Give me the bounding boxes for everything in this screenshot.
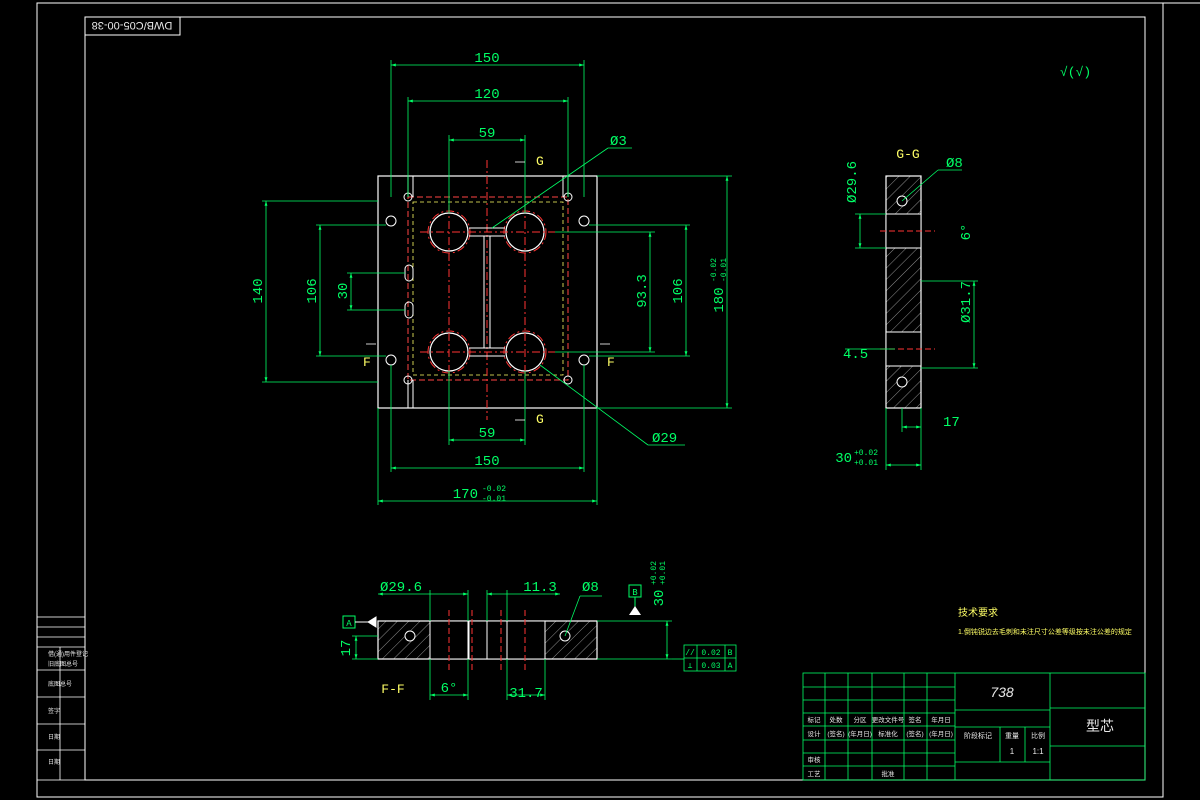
strip-label-0: 借(通)用件登记 — [48, 650, 88, 658]
svg-text:A: A — [346, 619, 352, 629]
tb-row2-label-2: (年月日) — [848, 729, 872, 738]
runner — [469, 227, 505, 357]
dim-17-side: 17 — [943, 415, 960, 431]
dim-11-3: 11.3 — [523, 580, 557, 596]
sheet-outer-border — [36, 2, 1164, 798]
left-strip — [36, 616, 86, 781]
tb-left-label-1: 工艺 — [808, 770, 822, 778]
stage-label-2: 比例 — [1031, 731, 1045, 740]
tol-row2-symbol: ⊥ — [688, 662, 693, 671]
cut-label-g-top: G — [536, 154, 544, 169]
svg-text:B: B — [632, 588, 638, 598]
svg-text:DWB/C05-00-38: DWB/C05-00-38 — [92, 19, 173, 31]
dim-106-right: 106 — [671, 278, 687, 303]
dim-d29-6-front: Ø29.6 — [380, 580, 422, 596]
dim-170: 170 — [453, 487, 478, 503]
dim-30-side-tol-dn: +0.01 — [854, 459, 878, 468]
dim-30-front-tol-up: +0.02 — [650, 561, 659, 585]
dim-17-front: 17 — [339, 640, 355, 657]
tb-left-label-0: 审核 — [808, 755, 822, 764]
dim-106-left: 106 — [305, 278, 321, 303]
tb-row-label-0: 标记 — [808, 715, 822, 724]
dim-170-tol-up: -0.02 — [482, 485, 506, 494]
part-number: 738 — [990, 684, 1014, 700]
stage-label-0: 阶段标记 — [964, 731, 992, 740]
tb-row2-label-1: (签名) — [827, 729, 844, 738]
guide-hole — [385, 192, 590, 385]
tb-row-label-1: 处数 — [830, 715, 844, 724]
dim-59-top: 59 — [479, 126, 496, 142]
tech-notes-line1: 1.倒钝锐边去毛刺和未注尺寸公差等级按未注公差的规定 — [958, 627, 1132, 636]
drawing-code-box: DWB/C05-00-38 — [84, 16, 181, 36]
title-block — [802, 672, 1146, 781]
section-g-g: G-G Ø29.6 Ø8 6° Ø31.7 4.5 17 30 +0.02 + — [835, 147, 978, 470]
dim-30: 30 — [336, 283, 352, 300]
dim-30-front-tol-dn: +0.01 — [659, 561, 668, 585]
sheet-inner-border — [84, 16, 1146, 781]
tb-mid-label-0: 批准 — [882, 769, 896, 778]
dim-6deg-side: 6° — [959, 224, 975, 241]
tb-row-label-4: 签名 — [909, 715, 922, 724]
tech-notes-heading: 技术要求 — [958, 606, 998, 619]
tol-row2-datum: A — [728, 662, 733, 671]
dim-150-bottom: 150 — [474, 454, 499, 470]
dim-120: 120 — [474, 87, 499, 103]
tb-row2-label-5: (年月日) — [929, 729, 953, 738]
dim-30-side-tol-up: +0.02 — [854, 449, 878, 458]
dim-30-front: 30 — [652, 590, 668, 607]
dim-59-bottom: 59 — [479, 426, 496, 442]
dim-d8-side: Ø8 — [946, 156, 963, 172]
datum-a-flag: A — [342, 615, 377, 629]
dim-4-5: 4.5 — [843, 347, 868, 363]
cut-label-f-left: F — [363, 355, 371, 370]
cooling-channel — [407, 196, 569, 381]
top-view: 150 120 59 Ø3 59 150 170 -0.02 -0.01 Ø29… — [251, 51, 732, 505]
dim-180-tol-up: -0.02 — [710, 258, 719, 282]
section-title-ff: F-F — [381, 682, 404, 697]
stage-label-1: 重量 — [1005, 732, 1019, 740]
dim-31-7: 31.7 — [509, 686, 543, 702]
part-name: 型芯 — [1086, 718, 1114, 734]
title-weight: 1 — [1010, 747, 1015, 756]
strip-label-3: 签字 — [48, 707, 60, 715]
tb-row2-label-4: (签名) — [906, 729, 923, 738]
dim-93-3: 93.3 — [635, 274, 651, 308]
tol-row1-symbol: // — [685, 649, 695, 658]
dim-d29: Ø29 — [652, 431, 677, 447]
datum-b-flag: B — [628, 584, 642, 615]
tol-row2-value: 0.03 — [701, 662, 720, 671]
dim-150-top: 150 — [474, 51, 499, 67]
dim-d3: Ø3 — [610, 134, 627, 150]
dim-170-tol-dn: -0.01 — [482, 495, 506, 504]
dim-180: 180 — [712, 287, 728, 312]
strip-label-1: 旧底图总号 — [48, 660, 78, 668]
tb-row-label-2: 分区 — [854, 715, 868, 724]
section-title-gg: G-G — [896, 147, 919, 162]
tb-row-label-3: 更改文件号 — [872, 715, 905, 724]
tolerance-frame — [672, 644, 737, 672]
dim-6deg-front: 6° — [441, 681, 458, 697]
strip-label-2: 底图总号 — [48, 680, 72, 688]
dim-180-tol-dn: -0.01 — [720, 258, 729, 282]
tol-row1-datum: B — [728, 649, 733, 658]
surface-roughness-note: √(√) — [1060, 65, 1091, 80]
strip-label-4: 日期 — [48, 733, 60, 741]
cut-label-f-right: F — [607, 355, 615, 370]
dim-d8-front: Ø8 — [582, 580, 599, 596]
dim-30-side: 30 — [835, 451, 852, 467]
strip-label-5: 日期 — [48, 758, 60, 766]
section-f-f: Ø29.6 11.3 Ø8 30 +0.02 +0.01 17 6° 31.7 … — [339, 561, 737, 702]
dim-d31-7-side: Ø31.7 — [959, 281, 975, 323]
dim-d29-6-side: Ø29.6 — [845, 161, 861, 203]
dim-140: 140 — [251, 278, 267, 303]
tol-row1-value: 0.02 — [701, 649, 720, 658]
title-scale: 1:1 — [1032, 747, 1044, 756]
tb-row2-label-3: 标准化 — [878, 729, 898, 738]
cut-label-g-bottom: G — [536, 412, 544, 427]
tb-row2-label-0: 设计 — [808, 729, 822, 738]
tb-row-label-5: 年月日 — [931, 715, 951, 724]
